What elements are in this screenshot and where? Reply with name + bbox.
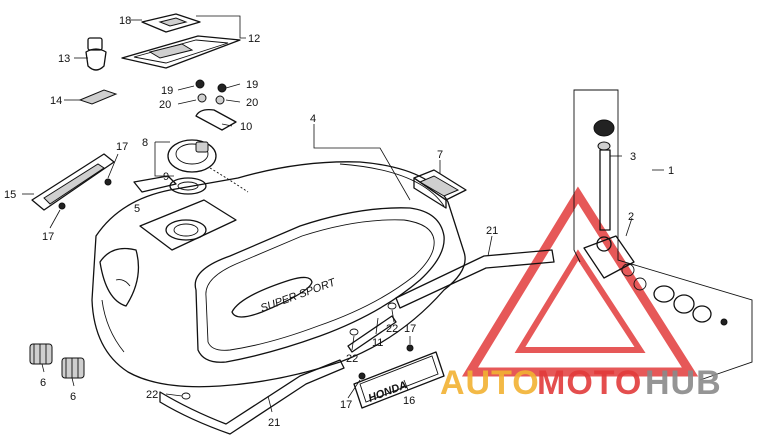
callout-15: 15	[4, 189, 16, 201]
fuel-tank	[91, 161, 466, 388]
filter-cap	[593, 119, 615, 137]
callout-5: 5	[134, 203, 140, 215]
callout-21-top: 21	[486, 225, 498, 237]
bracket-hardware	[195, 79, 237, 131]
watermark-triangle-outer	[461, 186, 699, 377]
screws-clips	[104, 178, 414, 400]
honda-emblem	[353, 351, 445, 409]
watermark-logo	[461, 186, 699, 377]
watermark-moto: MOTO	[537, 364, 642, 402]
label-sticker	[148, 43, 194, 59]
watermark-auto: AUTO	[440, 364, 540, 402]
callout-16: 16	[403, 395, 415, 407]
callout-21-bottom: 21	[268, 417, 280, 429]
fuel-cap	[167, 139, 249, 195]
callout-6-right: 6	[70, 391, 76, 403]
callout-6-left: 6	[40, 377, 46, 389]
watermark-triangle-inner	[514, 249, 646, 353]
callout-17-bottom: 17	[340, 399, 352, 411]
seat-cover-plate	[121, 13, 241, 69]
side-panel-bracket	[31, 153, 177, 211]
hose-lower	[159, 359, 345, 435]
callout-labels: 18 12 13 14 19 20 19 20 10 8 9 4 7 3 1 2…	[4, 15, 674, 429]
key-lock	[85, 37, 107, 71]
watermark-hub: HUB	[645, 364, 722, 402]
callout-18: 18	[119, 15, 131, 27]
callout-20-right: 20	[246, 97, 258, 109]
fuel-hoses	[159, 249, 555, 435]
callout-14: 14	[50, 95, 62, 107]
callout-9: 9	[163, 171, 169, 183]
callout-7: 7	[437, 149, 443, 161]
callout-17-top: 17	[116, 141, 128, 153]
bracket-10	[195, 108, 237, 131]
callout-20-left: 20	[159, 99, 171, 111]
callout-13: 13	[58, 53, 70, 65]
cap-gasket	[169, 177, 207, 195]
callout-17-mid: 17	[404, 323, 416, 335]
callout-19-right: 19	[246, 79, 258, 91]
callout-3: 3	[630, 151, 636, 163]
tank-badge-text: SUPER SPORT	[259, 276, 338, 315]
callout-8: 8	[142, 137, 148, 149]
callout-22-right: 22	[386, 323, 398, 335]
watermark-text: AUTO MOTO HUB	[440, 364, 722, 402]
callout-22-bottom: 22	[146, 389, 158, 401]
rubber-cushion	[413, 169, 467, 209]
fuel-valve-assembly	[573, 89, 753, 381]
callout-22-mid: 22	[346, 353, 358, 365]
callout-11: 11	[372, 337, 383, 349]
callout-17-left: 17	[42, 231, 54, 243]
hose-upper	[395, 249, 555, 309]
callout-4: 4	[310, 113, 316, 125]
leader-lines	[22, 15, 664, 413]
callout-10: 10	[240, 121, 252, 133]
filter-tube	[599, 149, 611, 231]
damper-rubber	[29, 343, 85, 379]
callout-12: 12	[248, 33, 260, 45]
rubber-strip	[78, 89, 118, 105]
callout-19-left: 19	[161, 85, 173, 97]
valve-body	[583, 235, 635, 279]
callout-1: 1	[668, 165, 674, 177]
badge-frame	[231, 276, 313, 318]
sticker-18	[141, 13, 201, 33]
callout-2: 2	[628, 211, 634, 223]
